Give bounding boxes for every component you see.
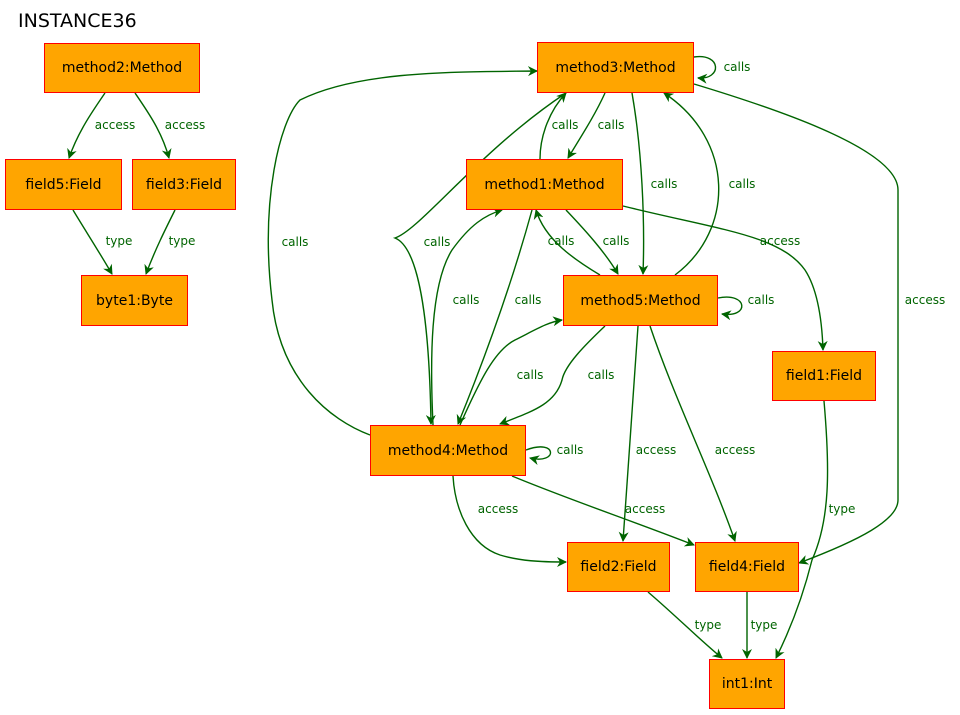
edge-method5-method1 (533, 209, 601, 276)
edge-label-method4-field4: access (625, 502, 665, 516)
edge-method5-method4 (499, 325, 606, 426)
edge-label-method5-method4: calls (588, 368, 615, 382)
edge-method5-method3 (663, 92, 720, 276)
edges-layer (67, 56, 899, 659)
edge-label-method4-method3: calls (282, 235, 309, 249)
node-method1[interactable]: method1:Method (466, 159, 623, 210)
node-method4[interactable]: method4:Method (370, 425, 526, 476)
node-int1[interactable]: int1:Int (709, 659, 785, 709)
edge-method3-method5 (631, 92, 649, 275)
edge-label-method2-field5: access (95, 118, 135, 132)
edge-label-field3-byte1: type (169, 234, 196, 248)
edge-labels-layer: access access type type calls calls calls calls… (95, 60, 945, 632)
edge-method1-field1 (622, 205, 828, 351)
edge-method1-method4 (456, 209, 533, 425)
edge-method3-method1 (567, 92, 606, 159)
edge-method3-method4 (392, 92, 567, 425)
edge-method4-method5 (459, 316, 563, 426)
edge-label-method5-field4: access (715, 443, 755, 457)
edge-label-method1-method5: calls (603, 234, 630, 248)
edge-method1-method5 (565, 209, 619, 275)
edge-label-field5-byte1: type (106, 234, 133, 248)
node-field2[interactable]: field2:Field (567, 542, 670, 592)
edge-method4-method1 (430, 207, 503, 426)
edge-label-method5-method3: calls (729, 177, 756, 191)
edge-method2-field5 (67, 92, 106, 159)
edge-label-method5-method1: calls (548, 234, 575, 248)
edge-label-method1-method3: calls (552, 118, 579, 132)
edge-method2-field3 (134, 92, 172, 159)
edge-method1-method3 (539, 92, 567, 160)
diagram-title: INSTANCE36 (18, 10, 137, 32)
node-field5[interactable]: field5:Field (5, 159, 122, 210)
node-field1[interactable]: field1:Field (772, 351, 876, 401)
edge-field5-byte1 (72, 209, 113, 275)
edge-field2-int1 (647, 591, 723, 659)
node-field3[interactable]: field3:Field (132, 159, 236, 210)
edge-method4-field2 (452, 475, 567, 567)
node-method2[interactable]: method2:Method (44, 43, 200, 93)
edge-label-field2-int1: type (695, 618, 722, 632)
edge-label-method4-field2: access (478, 502, 518, 516)
edge-label-method1-method4: calls (515, 293, 542, 307)
edge-method4-method4 (525, 446, 552, 466)
edge-label-method3-method5: calls (651, 177, 678, 191)
edge-method5-method5 (717, 296, 743, 321)
edge-label-method4-method4: calls (557, 443, 584, 457)
edge-label-method1-field1: access (760, 234, 800, 248)
edge-method3-field4 (693, 83, 899, 565)
edge-label-method3-field4: access (905, 293, 945, 307)
edge-label-method5-method5: calls (748, 293, 775, 307)
edge-label-method5-field2: access (636, 443, 676, 457)
edge-label-method4-method5: calls (517, 368, 544, 382)
node-byte1[interactable]: byte1:Byte (81, 275, 188, 326)
edge-label-method3-method1: calls (598, 118, 625, 132)
edge-method3-method3 (693, 56, 717, 84)
edge-label-field4-int1: type (751, 618, 778, 632)
node-method5[interactable]: method5:Method (563, 275, 718, 326)
edge-label-method3-method4: calls (424, 235, 451, 249)
edge-method4-method3 (267, 66, 538, 436)
edge-label-method3-method3: calls (724, 60, 751, 74)
edge-method5-field2 (618, 325, 639, 542)
edge-method5-field4 (649, 325, 737, 542)
edge-field1-int1 (775, 400, 829, 659)
node-method3[interactable]: method3:Method (537, 42, 694, 93)
edge-label-method2-field3: access (165, 118, 205, 132)
edge-field3-byte1 (144, 209, 176, 275)
edge-method4-field4 (511, 475, 695, 547)
node-field4[interactable]: field4:Field (695, 542, 799, 592)
edge-label-field1-int1: type (829, 502, 856, 516)
edge-label-method4-method1: calls (453, 293, 480, 307)
